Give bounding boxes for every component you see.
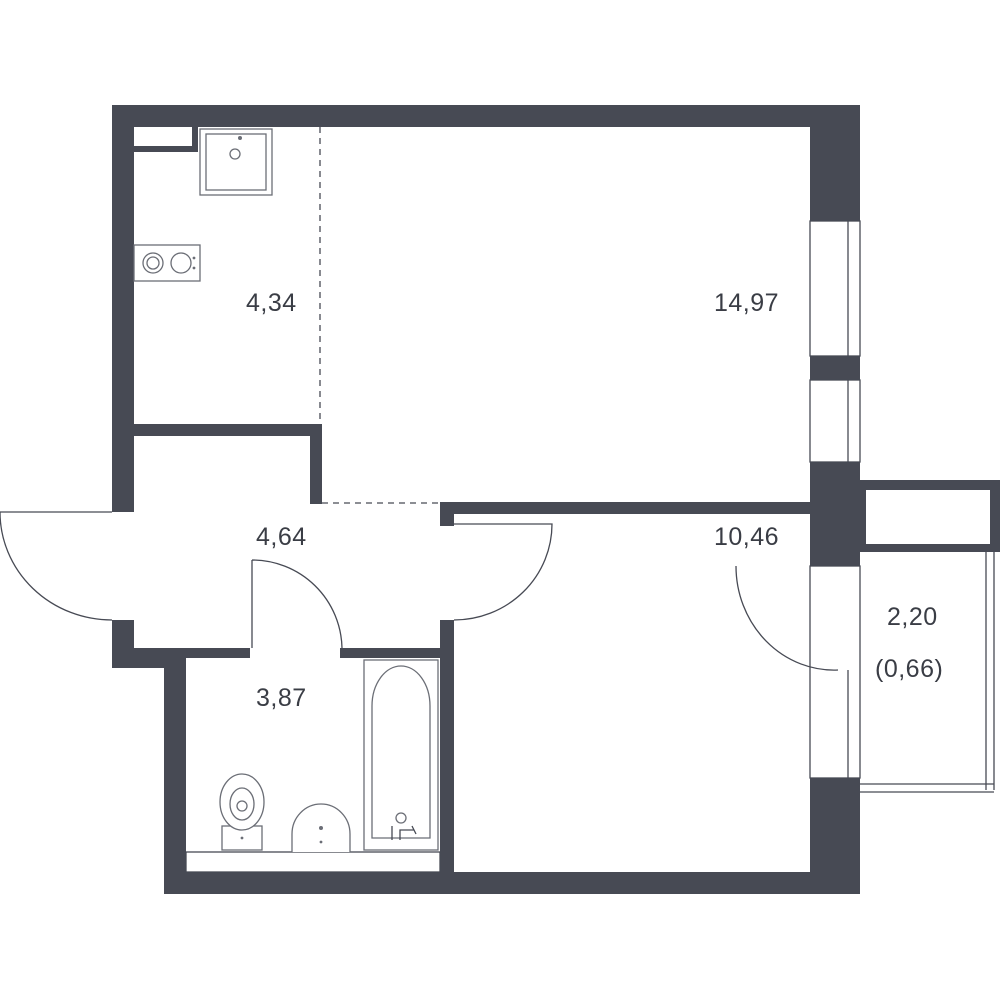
balcony [860,480,1000,793]
exterior-walls [112,105,860,894]
balcony-area-label: 2,20 [887,603,938,631]
bedroom-area-label: 10,46 [714,523,779,551]
stove-icon [133,244,201,282]
kitchen-area-label: 4,34 [246,289,297,317]
living-area-label: 14,97 [714,289,779,317]
doors [0,511,839,671]
balcony-reduced-area-label: (0,66) [875,655,943,683]
toilet-icon [219,773,265,851]
bathroom-area-label: 3,87 [256,684,307,712]
hall-area-label: 4,64 [256,523,307,551]
interior-walls [134,127,810,873]
windows [809,220,861,779]
washbasin-icon [291,803,351,852]
bathtub-icon [363,659,439,851]
sink-icon [199,128,273,196]
